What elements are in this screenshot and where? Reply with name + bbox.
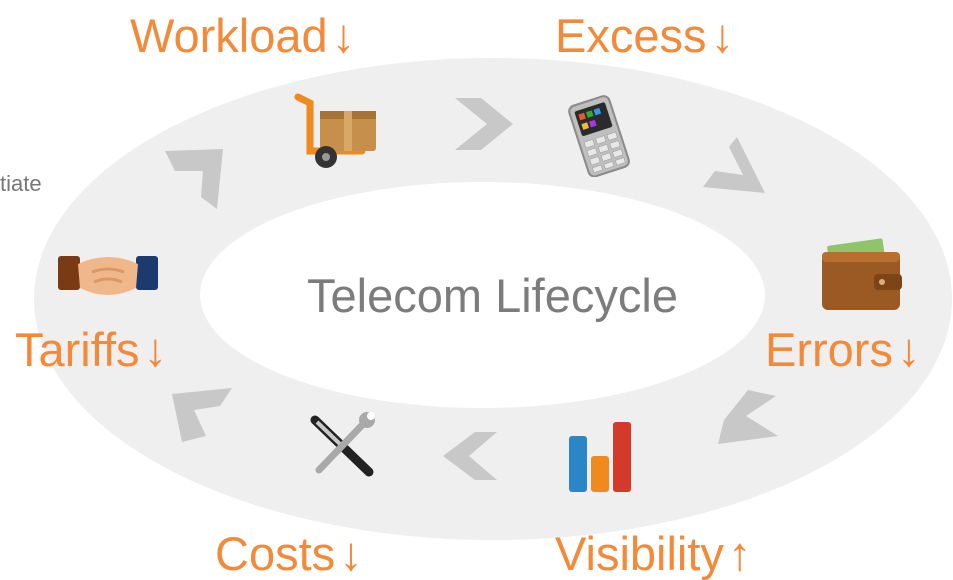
chevron-right-icon	[455, 98, 515, 150]
down-arrow-icon: ↓	[896, 323, 921, 376]
hand-truck-icon	[292, 93, 387, 171]
stage-tariffs-label: Tariffs	[15, 323, 140, 376]
chevron-up-right-icon	[165, 149, 225, 211]
stage-workload: Workload↓	[130, 12, 355, 59]
down-arrow-icon: ↓	[339, 527, 363, 580]
stage-costs: Costs↓	[215, 530, 363, 577]
chevron-up-left-icon	[172, 388, 234, 442]
stage-costs-label: Costs	[215, 527, 336, 580]
chevron-left-icon	[443, 432, 497, 480]
tools-icon	[305, 412, 379, 478]
stage-errors: Errors↓	[765, 326, 920, 373]
mobile-phone-icon	[560, 95, 640, 177]
stage-excess: Excess↓	[555, 12, 734, 59]
down-arrow-icon: ↓	[331, 9, 356, 62]
down-arrow-icon: ↓	[710, 9, 735, 62]
stage-workload-label: Workload	[130, 9, 328, 62]
down-arrow-icon: ↓	[143, 323, 168, 376]
handshake-icon	[58, 250, 158, 302]
bar-chart-icon	[565, 418, 637, 494]
chevron-down-left-icon	[718, 390, 782, 446]
stage-visibility-label: Visibility	[555, 527, 724, 580]
stage-visibility: Visibility↑	[555, 530, 751, 577]
stage-errors-label: Errors	[765, 323, 893, 376]
stage-tariffs: Tariffs↓	[15, 326, 167, 373]
wallet-icon	[818, 238, 904, 312]
up-arrow-icon: ↑	[727, 527, 752, 580]
lifecycle-title: Telecom Lifecycle	[307, 268, 678, 322]
ring-center	[200, 182, 765, 408]
chevron-down-right-icon	[703, 137, 767, 195]
partial-text: tiate	[0, 171, 42, 196]
stage-excess-label: Excess	[555, 9, 707, 62]
